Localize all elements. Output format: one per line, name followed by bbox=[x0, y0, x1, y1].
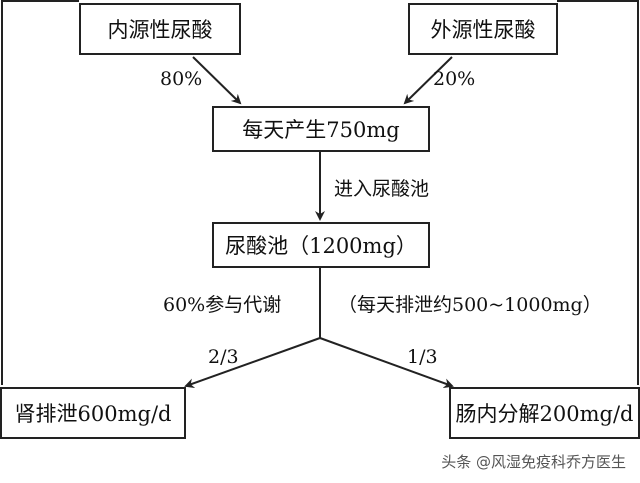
label-enter-pool: 进入尿酸池 bbox=[334, 178, 430, 200]
arrow-endogenous-to-daily bbox=[192, 56, 242, 105]
label-intestine-fraction: 1/3 bbox=[407, 346, 438, 368]
node-daily-production: 每天产生750mg bbox=[212, 106, 430, 152]
arrow-exogenous-to-daily bbox=[403, 56, 453, 105]
watermark: 头条 @风湿免疫科乔方医生 bbox=[441, 453, 626, 471]
label-endogenous-percent: 80% bbox=[160, 68, 203, 90]
arrow-split-to-kidney bbox=[184, 337, 321, 389]
node-urate-pool: 尿酸池（1200mg） bbox=[212, 222, 430, 268]
label-kidney-fraction: 2/3 bbox=[208, 346, 239, 368]
node-kidney-excretion: 肾排泄600mg/d bbox=[0, 387, 186, 439]
label-metabolism: 60%参与代谢 bbox=[163, 294, 282, 316]
label-daily-excretion: （每天排泄约500~1000mg） bbox=[338, 294, 602, 316]
node-intestine-breakdown: 肠内分解200mg/d bbox=[449, 387, 640, 439]
node-endogenous: 内源性尿酸 bbox=[79, 3, 241, 55]
arrow-split-to-intestine bbox=[319, 337, 454, 388]
node-exogenous: 外源性尿酸 bbox=[408, 3, 558, 55]
label-exogenous-percent: 20% bbox=[433, 68, 476, 90]
